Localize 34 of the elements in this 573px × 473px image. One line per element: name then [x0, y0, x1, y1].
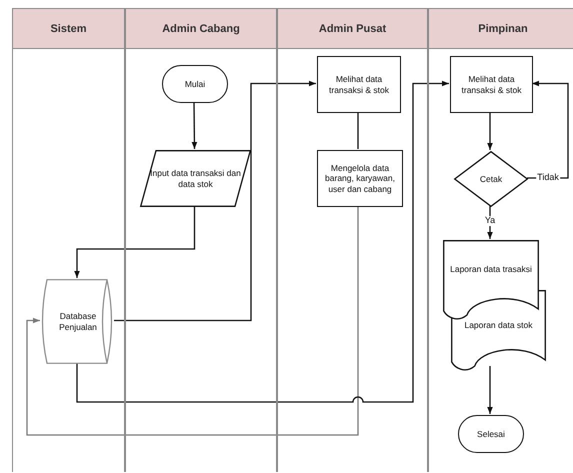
edge-label: Ya [484, 216, 496, 226]
connector-arrow [26, 206, 359, 436]
lane-header: Admin Cabang [126, 9, 276, 49]
node-label: Selesai [477, 428, 505, 440]
lane-header: Admin Pusat [278, 9, 427, 49]
connector-arrow [192, 102, 198, 149]
node-label: Laporan data trasaksi [450, 264, 532, 275]
connector-arrow [487, 112, 493, 150]
connector-arrow [487, 206, 493, 239]
terminator-shape [458, 415, 524, 453]
connector-arrow [527, 80, 569, 179]
connector-arrow [487, 366, 493, 414]
node-label: Mengelola data barang, karyawan, user dan cabang [324, 162, 396, 194]
node-label: Laporan data stok [464, 320, 533, 331]
connector-arrow [114, 80, 316, 322]
node-label: Input data transaksi dan data stok [149, 168, 242, 190]
process-box [450, 56, 533, 113]
lane-header: Pimpinan [429, 9, 573, 49]
swimlane [428, 8, 573, 472]
swimlane [277, 8, 428, 472]
node-label: Cetak [480, 174, 502, 184]
node-label: Mulai [184, 78, 206, 90]
connector-arrow [76, 80, 449, 403]
node-label: Melihat data transaksi & stok [328, 74, 390, 96]
node-label: Database Penjualan [58, 310, 98, 332]
node-label: Melihat data transaksi & stok [460, 74, 522, 96]
terminator-shape [162, 65, 228, 103]
connector-arrow [74, 206, 196, 278]
swimlane [12, 8, 125, 472]
swimlane [125, 8, 277, 472]
process-box [317, 150, 403, 207]
process-box [317, 56, 401, 113]
edge-label: Tidak [536, 173, 560, 183]
lane-header: Sistem [13, 9, 124, 49]
